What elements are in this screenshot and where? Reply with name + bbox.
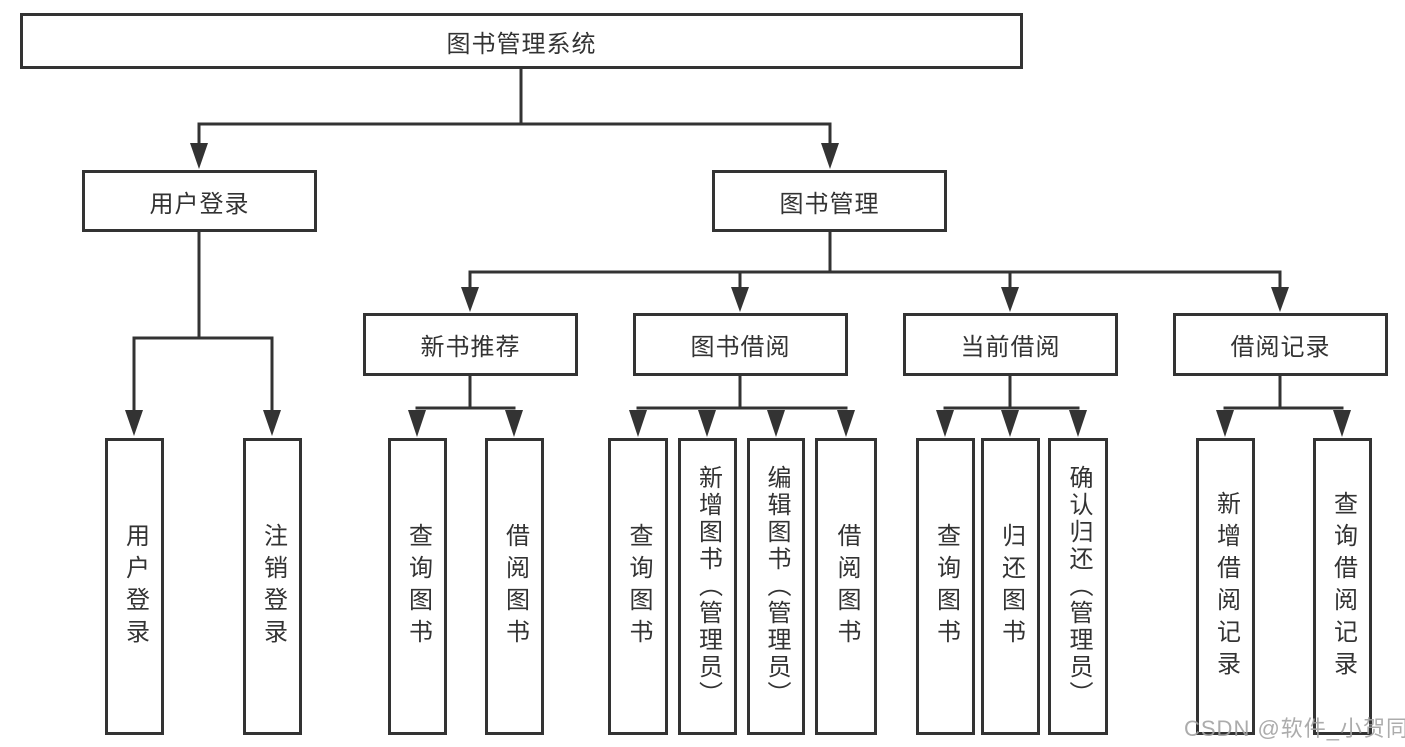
- leaf-label: 借阅图书: [501, 522, 529, 651]
- leaf-label: 查询图书: [932, 522, 960, 651]
- leaf-label: 新增借阅记录: [1212, 490, 1240, 683]
- arrow-down-icon: [408, 410, 426, 437]
- watermark-text: CSDN @软件_小贺同学: [1184, 716, 1405, 741]
- leaf-query-books-recommend: 查询图书: [388, 438, 447, 735]
- leaf-add-borrow-record: 新增借阅记录: [1196, 438, 1255, 735]
- leaf-label: 新增图书（管理员）: [694, 465, 722, 708]
- arrow-down-icon: [821, 143, 839, 169]
- arrow-down-icon: [698, 410, 716, 437]
- arrow-down-icon: [125, 410, 143, 436]
- leaf-label: 注销登录: [259, 522, 287, 651]
- leaf-label: 查询图书: [404, 522, 432, 651]
- leaf-label: 查询借阅记录: [1329, 490, 1357, 683]
- arrow-down-icon: [263, 410, 281, 436]
- leaf-edit-book-admin: 编辑图书（管理员）: [747, 438, 805, 735]
- arrow-down-icon: [1001, 287, 1019, 312]
- node-new-book-recommend: 新书推荐: [363, 313, 578, 376]
- arrow-down-icon: [1333, 410, 1351, 437]
- leaf-query-books-borrow: 查询图书: [608, 438, 668, 735]
- leaf-user-login: 用户登录: [105, 438, 164, 735]
- arrow-down-icon: [837, 410, 855, 437]
- arrow-down-icon: [1001, 410, 1019, 437]
- leaf-query-books-current: 查询图书: [916, 438, 975, 735]
- leaf-borrow-books-recommend: 借阅图书: [485, 438, 544, 735]
- arrow-down-icon: [731, 287, 749, 312]
- arrow-down-icon: [461, 287, 479, 312]
- arrow-down-icon: [1069, 410, 1087, 437]
- leaf-return-book: 归还图书: [981, 438, 1040, 735]
- leaf-query-borrow-record: 查询借阅记录: [1313, 438, 1372, 735]
- arrow-down-icon: [1271, 287, 1289, 312]
- arrow-down-icon: [629, 410, 647, 437]
- node-user-login: 用户登录: [82, 170, 317, 232]
- leaf-logout: 注销登录: [243, 438, 302, 735]
- leaf-label: 用户登录: [121, 522, 149, 651]
- leaf-label: 借阅图书: [833, 522, 860, 651]
- arrow-down-icon: [505, 410, 523, 437]
- leaf-add-book-admin: 新增图书（管理员）: [678, 438, 737, 735]
- leaf-label: 查询图书: [625, 522, 652, 651]
- node-current-borrow: 当前借阅: [903, 313, 1118, 376]
- leaf-borrow-books: 借阅图书: [815, 438, 877, 735]
- arrow-down-icon: [190, 143, 208, 169]
- node-book-management: 图书管理: [712, 170, 947, 232]
- node-book-borrow: 图书借阅: [633, 313, 848, 376]
- leaf-label: 确认归还（管理员）: [1065, 465, 1092, 708]
- arrow-down-icon: [767, 410, 785, 437]
- leaf-label: 编辑图书（管理员）: [763, 465, 790, 708]
- node-library-management-system: 图书管理系统: [20, 13, 1023, 69]
- leaf-confirm-return-admin: 确认归还（管理员）: [1048, 438, 1108, 735]
- arrowhead-icons: [125, 143, 1351, 437]
- arrow-down-icon: [936, 410, 954, 437]
- leaf-label: 归还图书: [997, 522, 1025, 651]
- arrow-down-icon: [1216, 410, 1234, 437]
- node-borrow-records: 借阅记录: [1173, 313, 1388, 376]
- tree-connectors: [132, 69, 1344, 413]
